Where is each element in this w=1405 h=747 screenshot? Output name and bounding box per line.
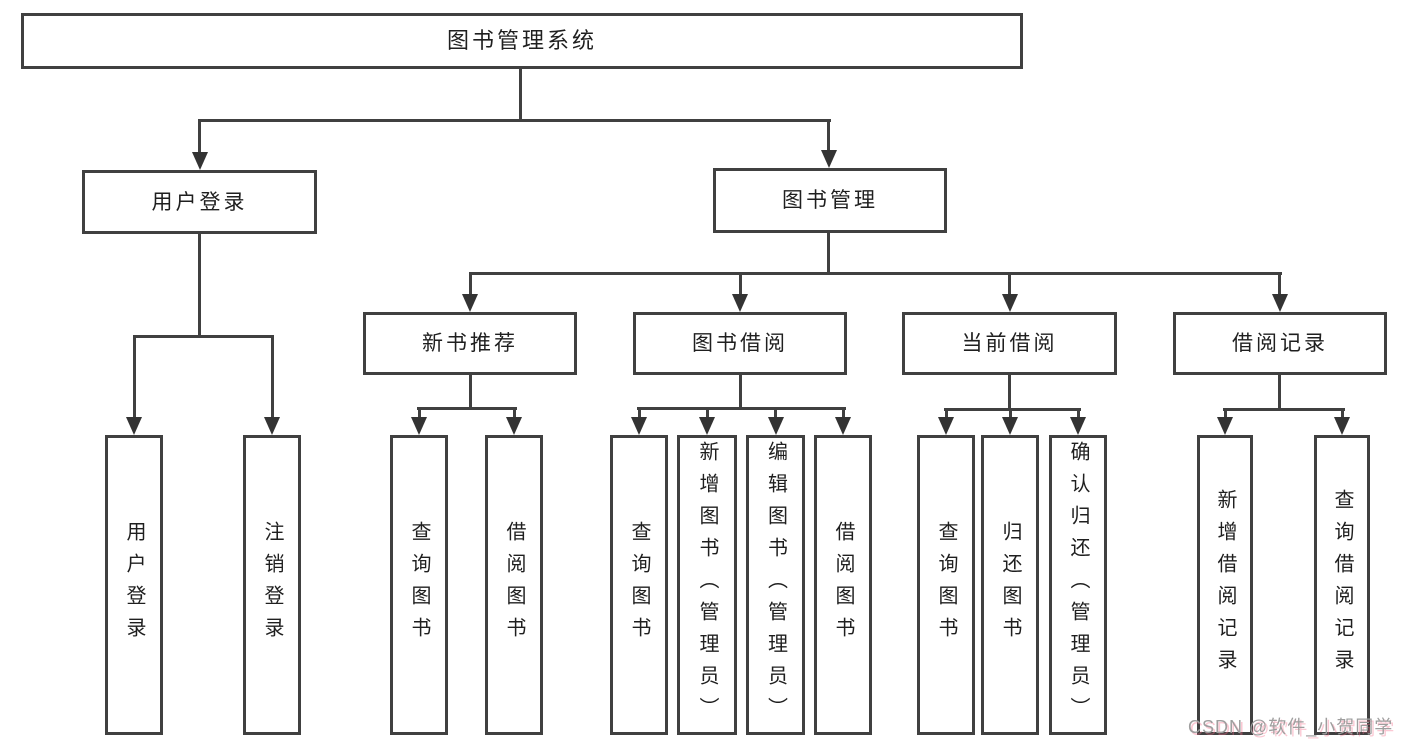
connector-line (739, 275, 742, 295)
connector-line (133, 335, 274, 338)
connector-line (418, 410, 421, 419)
arrowhead-down-icon (768, 417, 784, 435)
connector-line (198, 234, 201, 335)
leaf-cb-query-book-node: 查询图书 (917, 435, 975, 735)
leaf-nbr-borrow-book-node: 借阅图书 (485, 435, 543, 735)
node-label: 新增图书（管理员） (696, 441, 718, 729)
connector-line (1008, 275, 1011, 295)
connector-line (1008, 375, 1011, 410)
book-mgmt-branch-node: 图书管理 (713, 168, 947, 233)
node-label: 借阅记录 (1232, 332, 1328, 355)
arrowhead-down-icon (1217, 417, 1233, 435)
connector-line (1341, 411, 1344, 419)
leaf-bb-add-book-node: 新增图书（管理员） (677, 435, 737, 735)
book-borrow-branch-node: 图书借阅 (633, 312, 847, 375)
node-label: 借阅图书 (832, 521, 854, 649)
connector-line (1077, 411, 1080, 419)
node-label: 新增借阅记录 (1214, 489, 1236, 681)
user-login-branch-node: 用户登录 (82, 170, 317, 234)
leaf-cb-confirm-return-node: 确认归还（管理员） (1049, 435, 1107, 735)
arrowhead-down-icon (462, 294, 478, 312)
node-label: 图书管理系统 (446, 28, 597, 53)
csdn-watermark: CSDN @软件_小贺同学 (1188, 717, 1394, 737)
connector-line (739, 375, 742, 409)
node-label: 用户登录 (123, 521, 145, 649)
arrowhead-down-icon (1070, 417, 1086, 435)
connector-line (513, 410, 516, 419)
node-label: 当前借阅 (961, 332, 1058, 355)
arrowhead-down-icon (821, 150, 837, 168)
arrowhead-down-icon (699, 417, 715, 435)
connector-line (1278, 275, 1281, 295)
connector-line (198, 122, 201, 153)
connector-line (1009, 411, 1012, 419)
node-label: 归还图书 (999, 521, 1021, 649)
current-borrow-branch-node: 当前借阅 (902, 312, 1117, 375)
leaf-bb-borrow-book-node: 借阅图书 (814, 435, 872, 735)
arrowhead-down-icon (264, 417, 280, 435)
node-label: 查询图书 (408, 521, 430, 649)
connector-line (198, 119, 831, 122)
borrow-record-branch-node: 借阅记录 (1173, 312, 1387, 375)
node-label: 注销登录 (261, 521, 283, 649)
node-label: 图书管理 (782, 189, 878, 212)
arrowhead-down-icon (732, 294, 748, 312)
connector-line (706, 410, 709, 419)
node-label: 确认归还（管理员） (1067, 441, 1089, 729)
node-label: 查询图书 (935, 521, 957, 649)
arrowhead-down-icon (1002, 417, 1018, 435)
new-book-rec-branch-node: 新书推荐 (363, 312, 577, 375)
leaf-user-login-node: 用户登录 (105, 435, 163, 735)
connector-line (469, 375, 472, 409)
arrowhead-down-icon (938, 417, 954, 435)
node-label: 用户登录 (151, 190, 248, 214)
connector-line (827, 122, 830, 151)
connector-line (827, 233, 830, 274)
leaf-br-query-record-node: 查询借阅记录 (1314, 435, 1370, 735)
arrowhead-down-icon (126, 417, 142, 435)
arrowhead-down-icon (1334, 417, 1350, 435)
leaf-cb-return-book-node: 归还图书 (981, 435, 1039, 735)
connector-line (519, 69, 522, 120)
leaf-logout-node: 注销登录 (243, 435, 301, 735)
node-label: 查询借阅记录 (1331, 489, 1353, 681)
connector-line (1278, 375, 1281, 410)
root-node: 图书管理系统 (21, 13, 1023, 69)
connector-line (842, 410, 845, 419)
connector-line (1223, 408, 1345, 411)
connector-line (945, 411, 948, 419)
connector-line (417, 407, 517, 410)
arrowhead-down-icon (506, 417, 522, 435)
arrowhead-down-icon (631, 417, 647, 435)
arrowhead-down-icon (835, 417, 851, 435)
leaf-bb-query-book-node: 查询图书 (610, 435, 668, 735)
connector-line (469, 272, 1282, 275)
node-label: 查询图书 (628, 521, 650, 649)
arrowhead-down-icon (411, 417, 427, 435)
connector-line (944, 408, 1081, 411)
connector-line (271, 338, 274, 419)
node-label: 借阅图书 (503, 521, 525, 649)
connector-line (1224, 411, 1227, 419)
node-label: 新书推荐 (422, 332, 518, 355)
connector-line (637, 407, 846, 410)
connector-line (638, 410, 641, 419)
node-label: 图书借阅 (692, 332, 788, 355)
connector-line (774, 410, 777, 419)
connector-line (469, 275, 472, 295)
leaf-bb-edit-book-node: 编辑图书（管理员） (746, 435, 805, 735)
leaf-br-add-record-node: 新增借阅记录 (1197, 435, 1253, 735)
node-label: 编辑图书（管理员） (764, 441, 787, 729)
connector-line (133, 338, 136, 419)
leaf-nbr-query-book-node: 查询图书 (390, 435, 448, 735)
arrowhead-down-icon (1272, 294, 1288, 312)
arrowhead-down-icon (192, 152, 208, 170)
arrowhead-down-icon (1002, 294, 1018, 312)
